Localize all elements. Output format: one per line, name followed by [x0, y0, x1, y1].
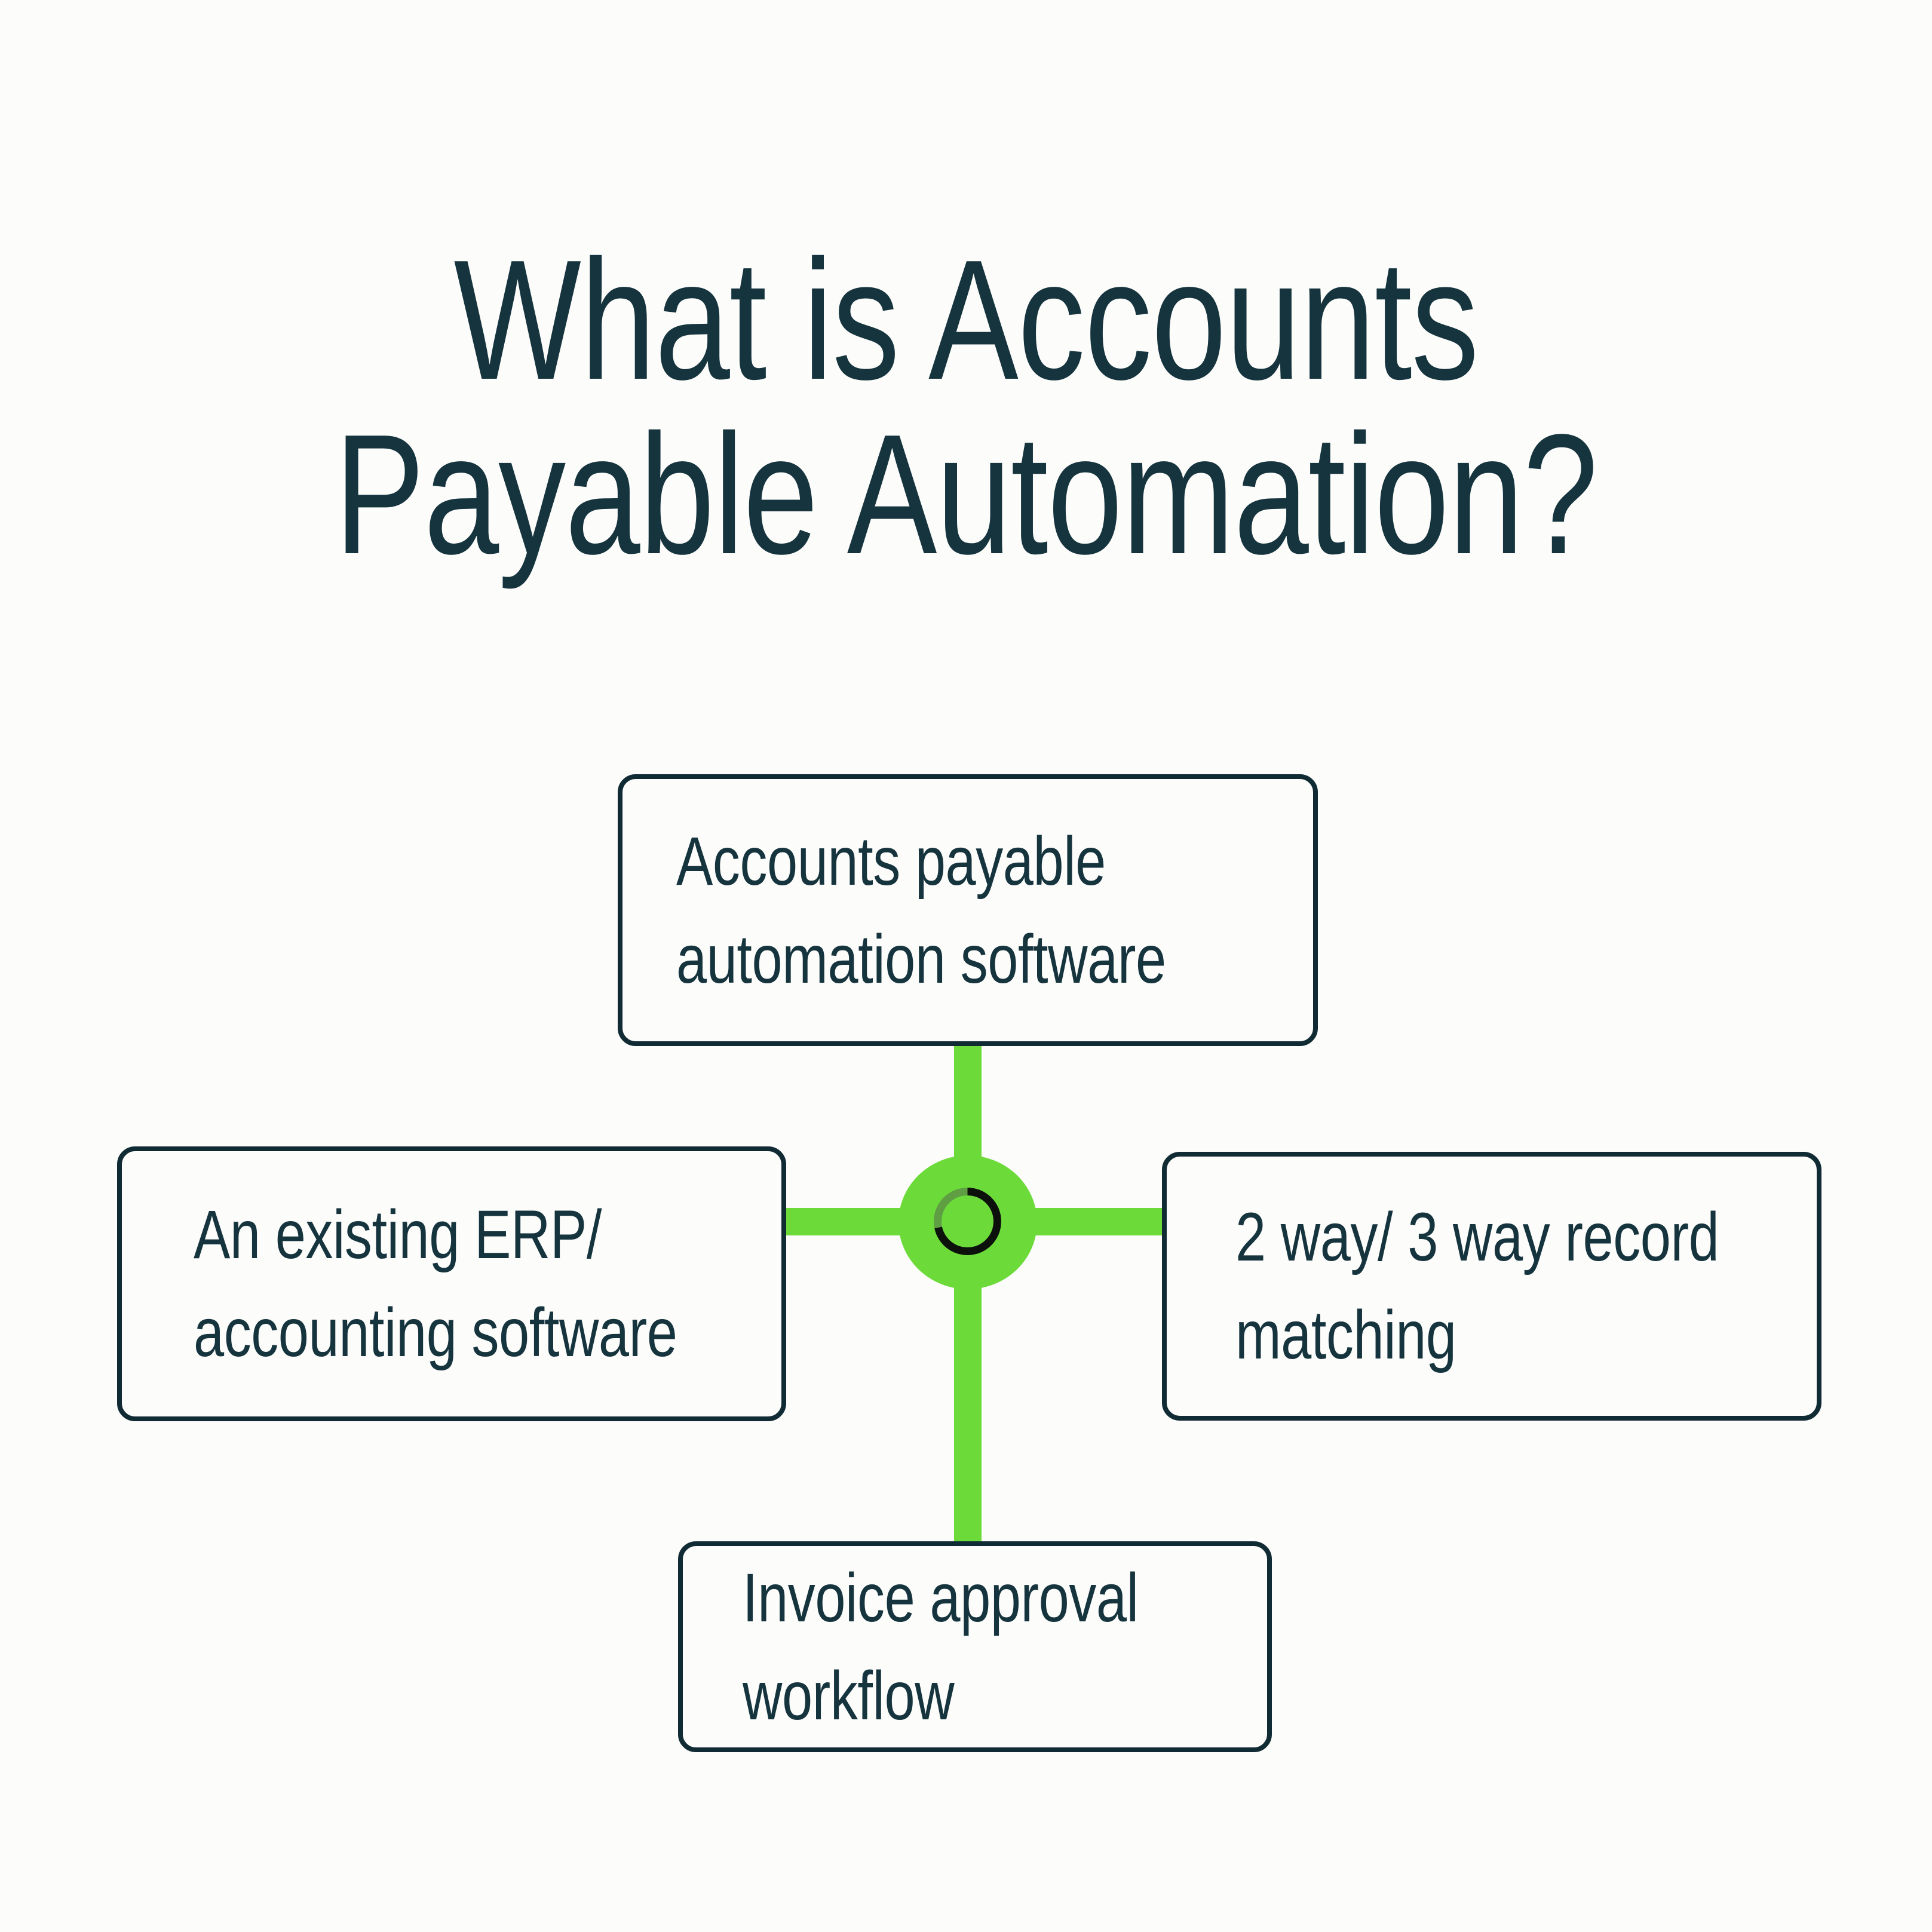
- connector-vertical: [954, 1045, 982, 1542]
- node-label: Invoice approval workflow: [743, 1549, 1162, 1745]
- node-label-line-2: accounting software: [194, 1295, 677, 1371]
- page-title-line-1: What is Accounts: [453, 224, 1479, 415]
- page-title-line-2: Payable Automation?: [335, 398, 1598, 590]
- page-title: What is Accounts Payable Automation?: [203, 232, 1729, 581]
- node-erp-accounting-software: An existing ERP/ accounting software: [117, 1146, 786, 1421]
- node-label-line-2: workflow: [743, 1657, 955, 1734]
- node-label-line-1: An existing ERP/: [194, 1197, 602, 1273]
- node-record-matching: 2 way/ 3 way record matching: [1162, 1152, 1821, 1421]
- node-label-line-2: matching: [1235, 1297, 1456, 1373]
- node-label: An existing ERP/ accounting software: [194, 1186, 677, 1382]
- node-label-line-1: Accounts payable: [676, 823, 1106, 900]
- node-label: 2 way/ 3 way record matching: [1235, 1188, 1719, 1384]
- node-label: Accounts payable automation software: [676, 812, 1186, 1008]
- node-label-line-2: automation software: [676, 921, 1166, 998]
- node-label-line-1: 2 way/ 3 way record: [1235, 1199, 1719, 1275]
- node-ap-automation-software: Accounts payable automation software: [618, 774, 1318, 1046]
- ring-icon: [934, 1188, 1001, 1255]
- node-invoice-approval-workflow: Invoice approval workflow: [678, 1541, 1272, 1752]
- node-label-line-1: Invoice approval: [743, 1559, 1139, 1636]
- ring-icon-hole: [942, 1195, 993, 1247]
